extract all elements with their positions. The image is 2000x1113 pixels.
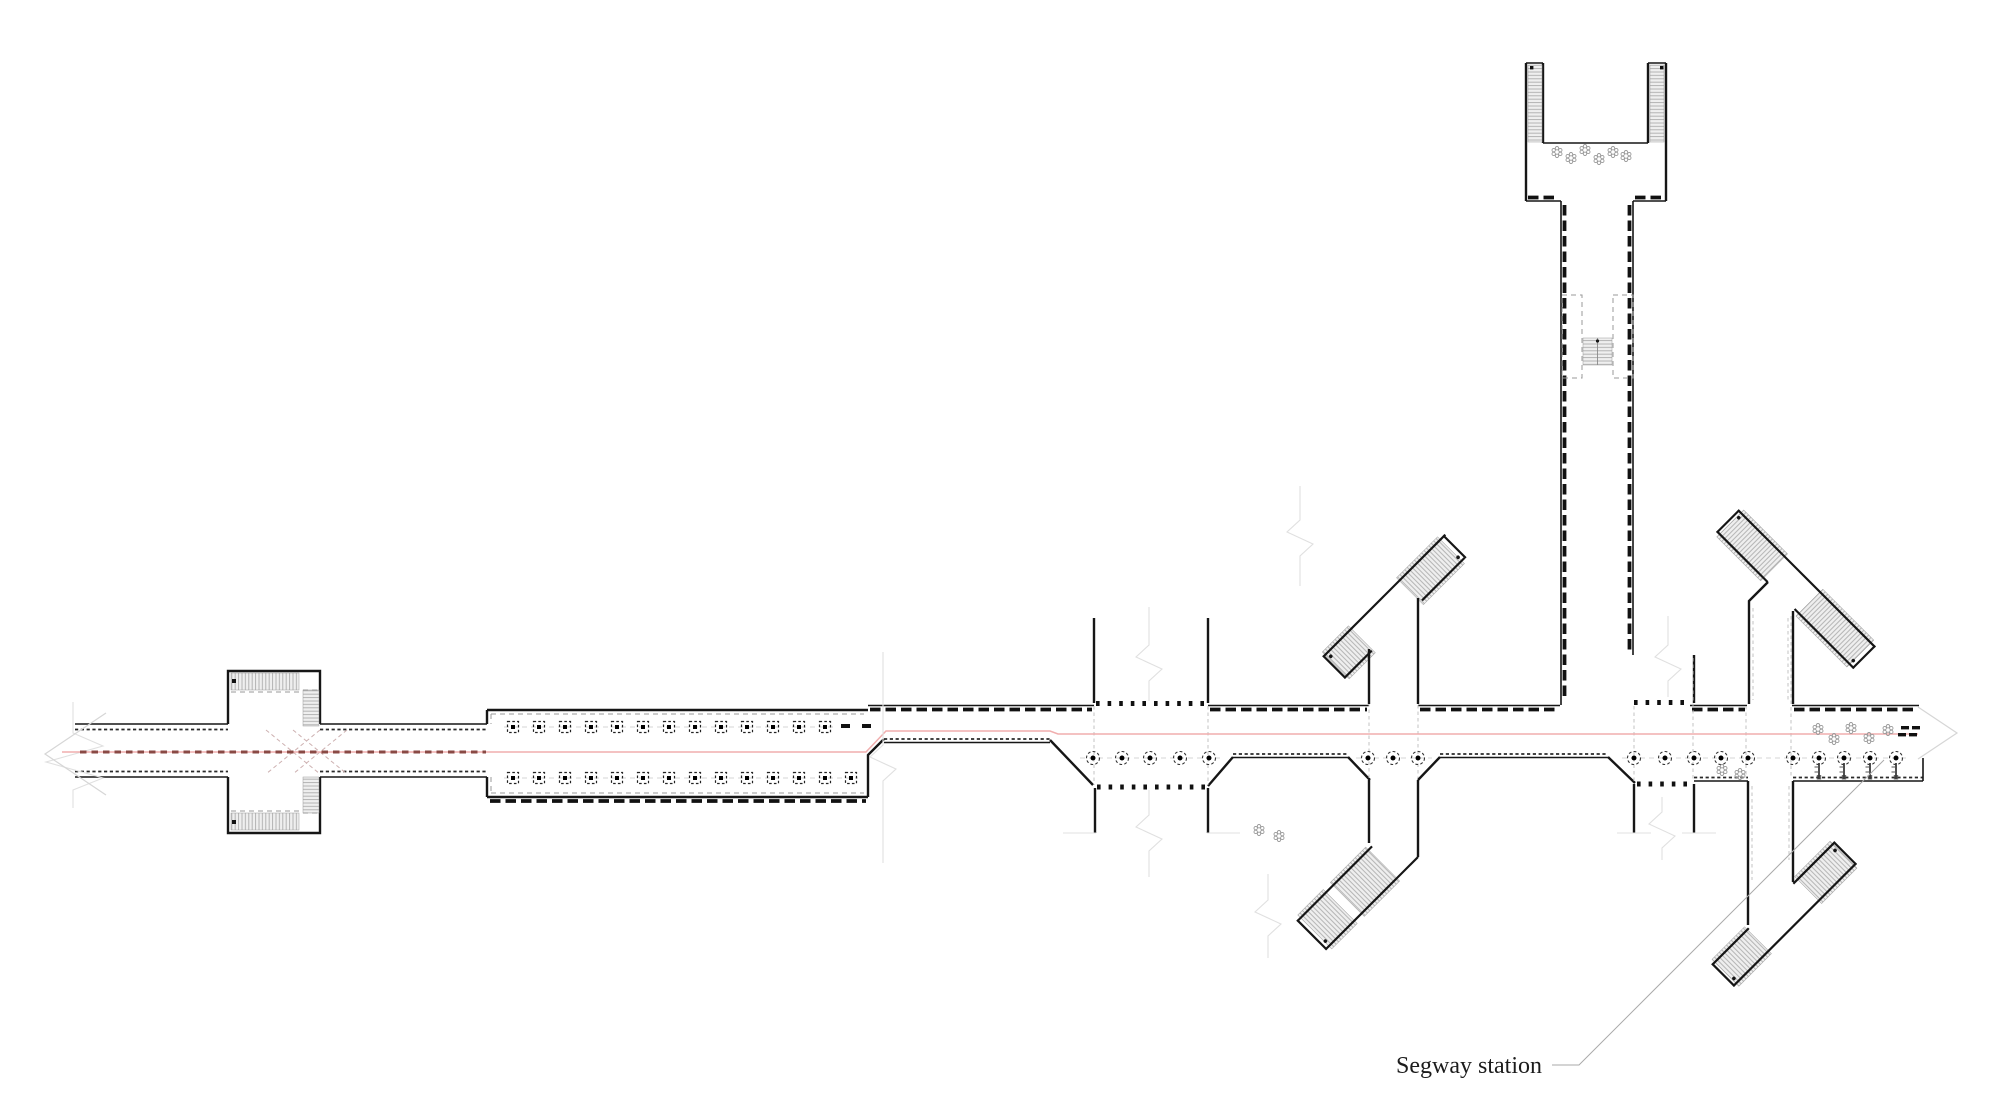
column-markers-top-row	[504, 720, 871, 734]
leader-line	[1552, 759, 1885, 1066]
east-entrance-stairs-upper	[1716, 509, 1876, 704]
break-mark-left	[43, 702, 105, 808]
northwest-diagonal-stairs	[1321, 533, 1467, 704]
annotation-label: Segway station	[1396, 1053, 1542, 1079]
southeast-stairs-lower	[1711, 781, 1858, 987]
entrance-trees	[1551, 144, 1632, 165]
corridor-trees	[1253, 722, 1894, 842]
bench-marks	[1898, 726, 1920, 737]
southwest-diagonal-stairs	[1296, 780, 1420, 951]
segway-dock-posts	[1813, 762, 1900, 781]
stair-stub-lower	[226, 776, 322, 835]
main-corridor	[62, 486, 1959, 958]
break-marks	[869, 486, 1716, 958]
flow-arrow-left	[43, 712, 107, 796]
threshold-dots	[1096, 700, 1688, 790]
column-markers-bottom-row	[504, 771, 858, 785]
annotation: Segway station	[1396, 759, 1885, 1079]
left-corridor	[43, 669, 487, 835]
shaft-stair-niche	[1561, 294, 1634, 379]
north-entrance	[1524, 62, 1668, 705]
column-markers-round	[1080, 750, 1906, 766]
flow-arrow-right	[1917, 706, 1959, 760]
segway-station-area	[1253, 722, 1920, 842]
stair-stub-upper	[226, 669, 322, 727]
red-centerline	[62, 730, 1918, 753]
concourse-hall	[485, 708, 885, 803]
